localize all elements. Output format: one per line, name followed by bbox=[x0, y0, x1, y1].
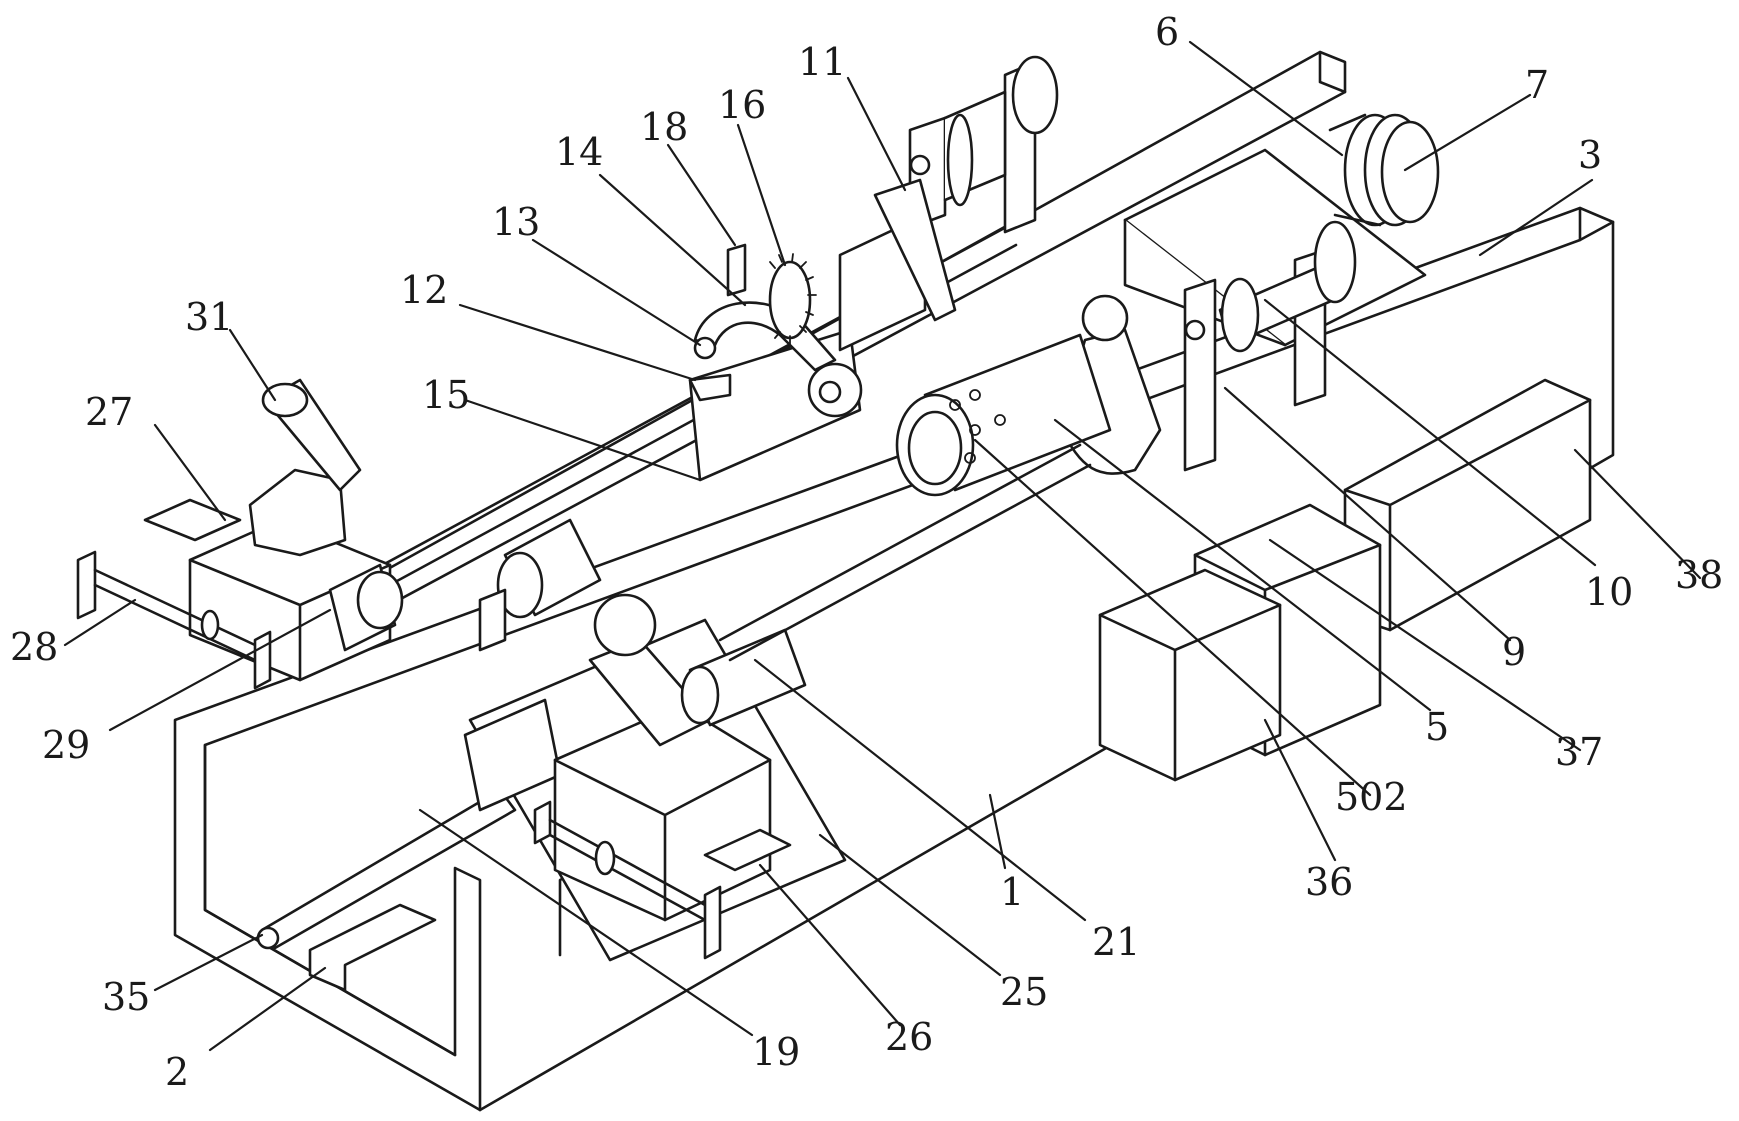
label-37: 37 bbox=[1555, 730, 1603, 774]
label-9: 9 bbox=[1502, 630, 1526, 674]
reference-numerals: 1 2 3 5 6 7 9 10 11 12 13 14 15 16 18 19… bbox=[10, 10, 1723, 1094]
arc-arm-assembly bbox=[688, 243, 863, 482]
label-29: 29 bbox=[42, 723, 90, 767]
gear-16 bbox=[768, 260, 812, 340]
label-18: 18 bbox=[640, 105, 688, 149]
label-26: 26 bbox=[885, 1015, 933, 1059]
control-boxes bbox=[1098, 378, 1592, 782]
label-36: 36 bbox=[1305, 860, 1353, 904]
label-3: 3 bbox=[1578, 133, 1602, 177]
label-1: 1 bbox=[1000, 870, 1024, 914]
label-19: 19 bbox=[752, 1030, 800, 1074]
label-13: 13 bbox=[492, 200, 540, 244]
label-21: 21 bbox=[1092, 920, 1140, 964]
label-502: 502 bbox=[1335, 775, 1408, 819]
label-7: 7 bbox=[1525, 63, 1549, 107]
leader-lines bbox=[63, 40, 1702, 1052]
label-27: 27 bbox=[85, 390, 133, 434]
label-14: 14 bbox=[555, 130, 603, 174]
label-31: 31 bbox=[185, 295, 233, 339]
upper-roller-block bbox=[838, 55, 1059, 352]
label-35: 35 bbox=[102, 975, 150, 1019]
front-carriage bbox=[256, 443, 1092, 992]
label-11: 11 bbox=[798, 40, 846, 84]
label-25: 25 bbox=[1000, 970, 1048, 1014]
left-carriage bbox=[76, 378, 404, 690]
label-2: 2 bbox=[165, 1050, 189, 1094]
label-6: 6 bbox=[1155, 10, 1179, 54]
label-15: 15 bbox=[422, 373, 470, 417]
label-12: 12 bbox=[400, 268, 448, 312]
tube-assembly bbox=[895, 294, 1162, 497]
label-28: 28 bbox=[10, 625, 58, 669]
label-16: 16 bbox=[718, 83, 766, 127]
motor-assembly bbox=[1123, 113, 1440, 472]
label-5: 5 bbox=[1425, 705, 1449, 749]
label-10: 10 bbox=[1585, 570, 1633, 614]
label-38: 38 bbox=[1675, 553, 1723, 597]
